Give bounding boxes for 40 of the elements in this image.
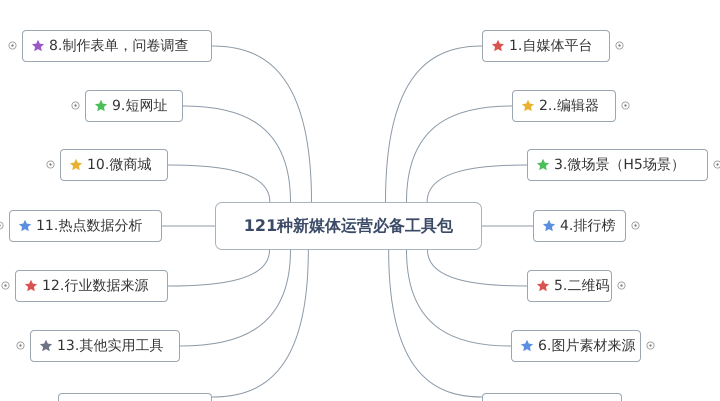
topic-box	[15, 270, 168, 302]
connector-line	[426, 164, 528, 202]
topic-label: 3.微场景（H5场景）	[554, 156, 685, 174]
connector-line	[406, 106, 512, 202]
empty-topic-box	[482, 393, 622, 401]
connector-line	[385, 46, 482, 202]
central-topic-box	[215, 202, 482, 250]
connector-line	[168, 250, 270, 286]
topic-box	[527, 149, 708, 181]
topic-box	[482, 30, 610, 62]
empty-topic-box	[58, 393, 212, 401]
connector-line	[168, 164, 270, 202]
topic-label: 13.其他实用工具	[57, 337, 164, 355]
topic-box	[60, 149, 168, 181]
topic-label: 2..编辑器	[539, 97, 599, 115]
topic-label: 5.二维码	[554, 277, 610, 295]
central-topic: 121种新媒体运营必备工具包	[244, 216, 454, 236]
topic-label: 4.排行榜	[560, 217, 616, 235]
topic-label: 12.行业数据来源	[42, 277, 148, 295]
connector-line	[182, 106, 291, 202]
topic-box	[85, 90, 183, 122]
topic-box	[527, 270, 612, 302]
topic-box	[512, 90, 616, 122]
connector-line	[388, 250, 482, 398]
topic-box	[22, 30, 212, 62]
connector-line	[180, 250, 291, 346]
topic-label: 1.自媒体平台	[509, 37, 592, 55]
connector-line	[427, 250, 528, 286]
connector-line	[212, 46, 312, 202]
topic-box	[9, 210, 162, 242]
topic-label: 9.短网址	[112, 97, 168, 115]
connector-line	[212, 250, 309, 398]
topic-label: 8.制作表单，问卷调查	[49, 37, 188, 55]
topic-label: 10.微商城	[87, 156, 152, 174]
topic-label: 6.图片素材来源	[538, 337, 636, 355]
topic-box	[511, 330, 641, 362]
topic-box	[30, 330, 180, 362]
topic-box	[533, 210, 626, 242]
connector-line	[406, 250, 512, 346]
topic-label: 11.热点数据分析	[36, 217, 142, 235]
